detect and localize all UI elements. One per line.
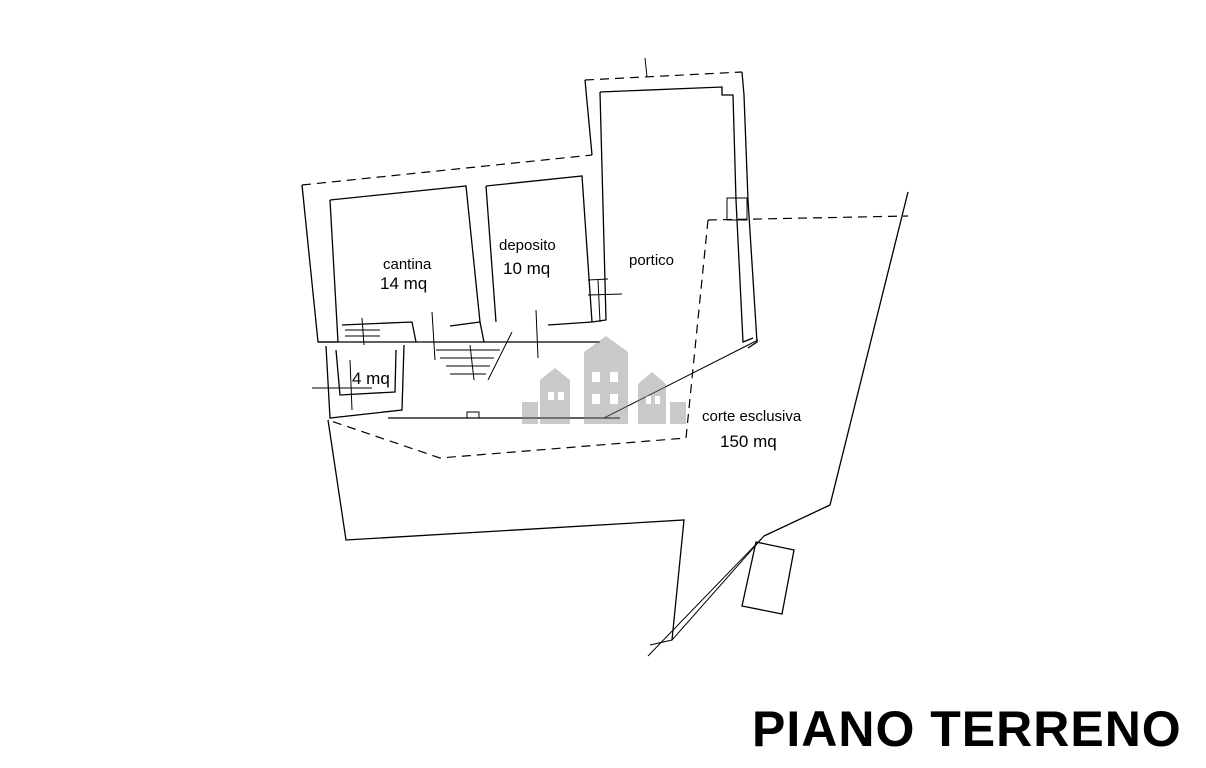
corte-label: corte esclusiva — [702, 408, 802, 425]
stairs — [345, 317, 513, 381]
courtyard-boundary — [327, 191, 909, 657]
floor-title: PIANO TERRENO — [752, 701, 1182, 757]
deposito-label: deposito — [499, 237, 556, 254]
houses-watermark-icon — [522, 336, 686, 424]
deposito-area: 10 mq — [503, 259, 550, 278]
building-walls — [301, 57, 758, 419]
corte-area: 150 mq — [720, 432, 777, 451]
cantina-label: cantina — [383, 256, 432, 273]
bagno-area: 4 mq — [352, 369, 390, 388]
cantina-area: 14 mq — [380, 274, 427, 293]
portico-label: portico — [629, 252, 674, 269]
